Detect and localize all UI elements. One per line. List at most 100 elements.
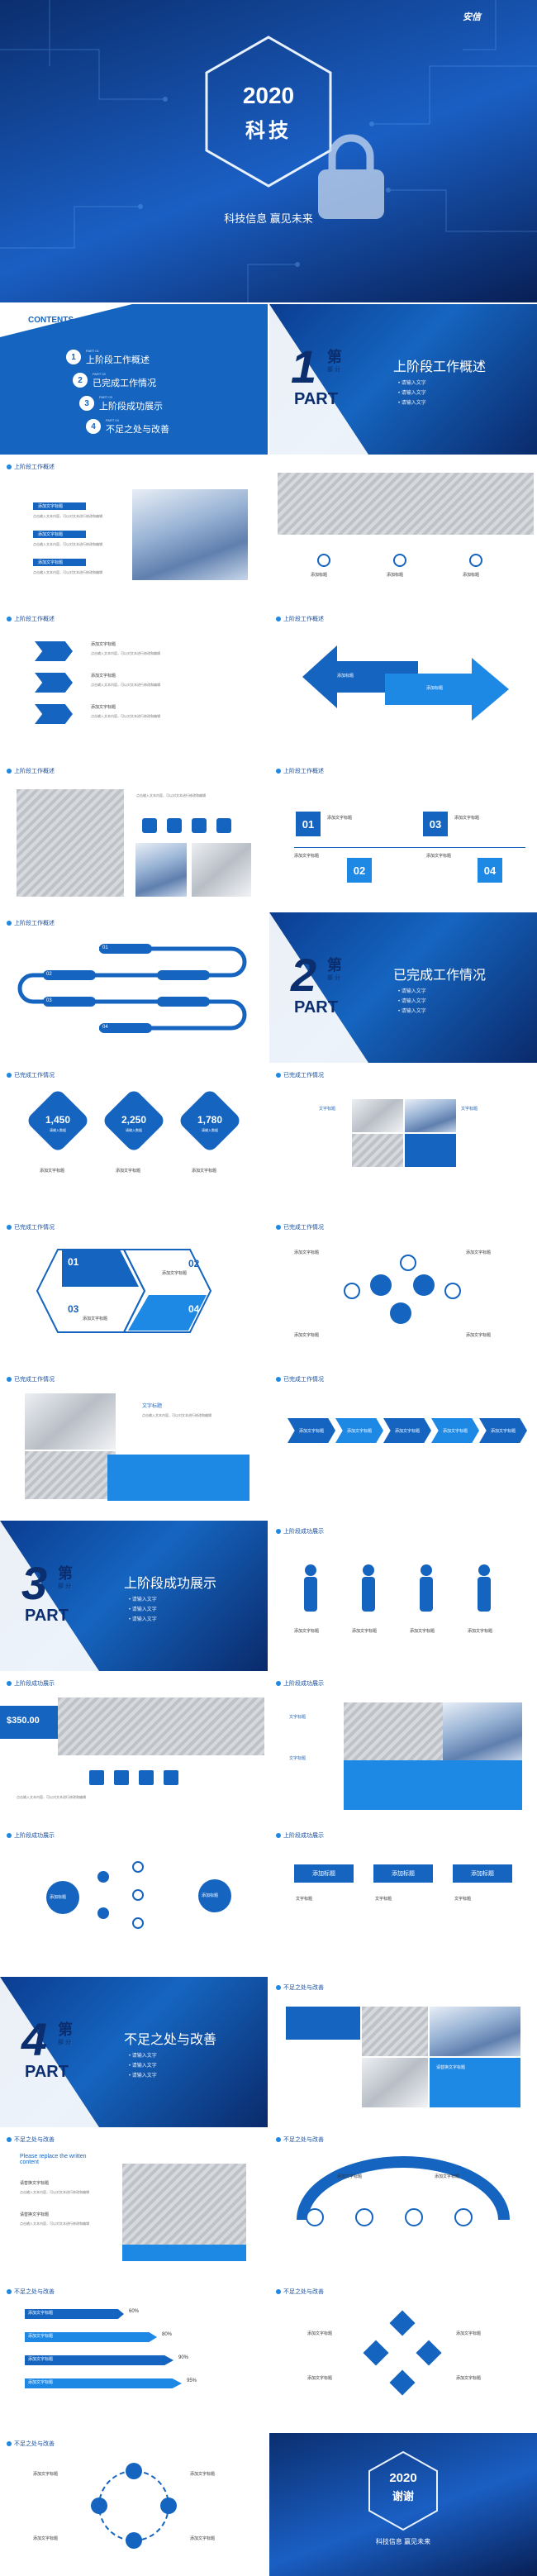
- slide-header: 不足之处与改善: [7, 2440, 55, 2448]
- column-head-1: [294, 1864, 354, 1883]
- percent-label: 60%: [129, 2309, 140, 2314]
- hand-photo: [192, 843, 251, 897]
- p3-price-slide: 上阶段成功展示 $350.00 点击输入文本内容，可以对文本进行修改和编辑: [0, 1673, 268, 1823]
- icon-square-3: [139, 1770, 154, 1785]
- part-bullet: • 请输入文字: [129, 1607, 157, 1612]
- process-step: 添加文字标题: [335, 1418, 383, 1443]
- p4-cycle-slide: 不足之处与改善 添加文字标题 添加文字标题 添加文字标题 添加文字标题: [0, 2433, 268, 2576]
- part-number: 2: [291, 949, 317, 1001]
- item-title-1: 添加文字标题: [91, 642, 116, 647]
- panel-text: 点击输入文本内容，可以对文本进行修改和编辑: [142, 1413, 211, 1417]
- step-pill-1: [99, 944, 152, 954]
- icon-square-4: [216, 818, 231, 833]
- core-circle-6: [390, 1302, 411, 1324]
- contents-item-label: 上阶段成功展示: [99, 401, 163, 412]
- p2-hex-slide: 已完成工作情况 01 02 03 04 添加文字标题 添加文字标题: [0, 1217, 268, 1367]
- intro-text: 点击输入文本内容，可以对文本进行修改和编辑: [136, 793, 206, 798]
- part-bullet: • 请输入文字: [129, 1598, 157, 1602]
- cycle-title-4: 添加文字标题: [190, 2536, 216, 2541]
- keyboard-photo: [344, 1702, 443, 1760]
- cycle-node-bottom: [126, 2532, 142, 2549]
- item-text-3: 点击输入文本内容，可以对文本进行修改和编辑: [91, 714, 160, 718]
- cover-slide: 2020 科技 科技信息 赢见未来 安信: [0, 0, 537, 302]
- center-circle: [46, 1881, 79, 1914]
- core-circle-4: [413, 1274, 435, 1296]
- column-sub-1: 文字标题: [296, 1897, 313, 1902]
- slide-header: 上阶段工作概述: [7, 919, 55, 927]
- hex-title-3: 添加文字标题: [83, 1317, 108, 1321]
- part-bufen: 部 分: [58, 2040, 71, 2045]
- contents-item-number: 4: [86, 419, 101, 434]
- process-step: 添加文字标题: [288, 1418, 335, 1443]
- arc-title-2: 添加文字标题: [435, 2174, 460, 2179]
- circle-icon-3: [469, 554, 482, 567]
- part-title: 上阶段成功展示: [124, 1577, 217, 1591]
- right-circle: [198, 1879, 231, 1912]
- slide-header: 上阶段工作概述: [276, 767, 324, 775]
- part-title: 不足之处与改善: [124, 2033, 217, 2047]
- p1-slide-a: 上阶段工作概述 添加文字标题 添加文字标题 添加文字标题 点击输入文本内容，可以…: [0, 456, 268, 607]
- circle-title-1: 添加文字标题: [294, 1250, 320, 1255]
- slide-header: 已完成工作情况: [7, 1071, 55, 1079]
- slide-header: 不足之处与改善: [276, 1983, 324, 1992]
- slide-header: 已完成工作情况: [276, 1071, 324, 1079]
- part-bullet: • 请输入文字: [129, 2064, 157, 2069]
- part-white-wedge: [269, 912, 368, 1063]
- blue-strip: [122, 2245, 246, 2261]
- step-title-4: 添加文字标题: [426, 854, 452, 859]
- icon-square-2: [114, 1770, 129, 1785]
- p3-mindmap-slide: 上阶段成功展示 添加标题 添加标题: [0, 1825, 268, 1975]
- step-pill-2: [43, 970, 96, 980]
- slide-header: 不足之处与改善: [276, 2288, 324, 2296]
- percent-bar: [25, 2378, 182, 2388]
- p4-arc-slide: 不足之处与改善 添加文字标题 添加文字标题: [269, 2129, 537, 2279]
- slide-header: 上阶段成功展示: [276, 1831, 324, 1840]
- step-title-1: 添加文字标题: [327, 816, 353, 821]
- side-title-2: 文字标题: [289, 1756, 307, 1761]
- p1-slide-g: 上阶段工作概述 01 02 03 04: [0, 912, 268, 1063]
- arc-icon-4: [454, 2208, 473, 2226]
- contents-white-wedge: [0, 304, 132, 337]
- icon-square-2: [167, 818, 182, 833]
- icon-square-4: [164, 1770, 178, 1785]
- part-word: PART: [25, 1607, 69, 1625]
- part-bullet: • 请输入文字: [398, 989, 426, 994]
- cycle-title-3: 添加文字标题: [33, 2536, 59, 2541]
- closing-slide: 2020 谢谢 科技信息 赢见未来: [269, 2433, 537, 2576]
- contents-item-label: 已完成工作情况: [93, 378, 156, 388]
- step-pill-5: [157, 997, 210, 1007]
- slide-header: 不足之处与改善: [276, 2136, 324, 2144]
- column-head-3: [453, 1864, 512, 1883]
- diamond-title-4: 添加文字标题: [456, 2376, 482, 2381]
- number-box-3: 03: [423, 812, 448, 836]
- step-label-4: 04: [102, 1025, 108, 1030]
- lock-icon: [318, 134, 384, 219]
- part-white-wedge: [269, 304, 368, 455]
- stat-value-3: 1,780: [197, 1114, 223, 1126]
- part-white-wedge: [0, 1521, 99, 1671]
- arc-band: [297, 2156, 510, 2221]
- item-text-1: 点击输入文本内容，可以对文本进行修改和编辑: [91, 651, 160, 655]
- keyboard-photo: [25, 1451, 116, 1499]
- arc-icon-1: [306, 2208, 324, 2226]
- circle-title-3: 添加文字标题: [294, 1333, 320, 1338]
- step-label-1: 01: [102, 945, 108, 950]
- building-photo: [405, 1099, 456, 1132]
- snake-path: [17, 946, 247, 1031]
- number-box-1: 01: [296, 812, 321, 836]
- step-pill-3: [157, 970, 210, 980]
- side-title-1: 文字标题: [289, 1715, 307, 1720]
- stat-value-1: 1,450: [45, 1114, 71, 1126]
- price-value: $350.00: [7, 1716, 40, 1726]
- icon-square-1: [142, 818, 157, 833]
- stat-caption-3: 请输入数据: [202, 1128, 218, 1132]
- p2-circles-slide: 已完成工作情况 添加文字标题 添加文字标题 添加文字标题 添加文字标题: [269, 1217, 537, 1367]
